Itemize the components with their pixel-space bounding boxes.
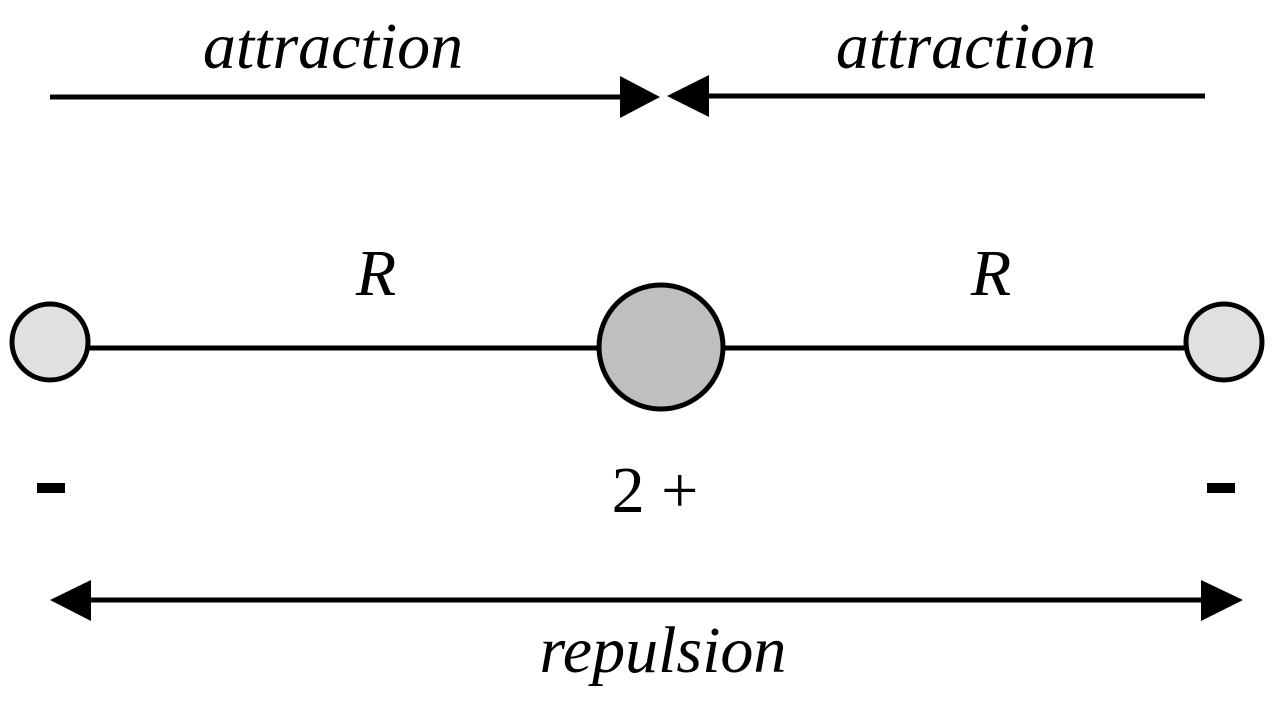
distance-label-right: R (970, 237, 1011, 310)
charge-left-circle (9, 301, 91, 383)
charge-right-circle (1183, 301, 1265, 383)
charge-right-sign-minus (1207, 483, 1235, 493)
attraction-label-left: attraction (203, 10, 463, 83)
repulsion-label: repulsion (540, 614, 787, 687)
charge-center-circle (596, 282, 726, 412)
attraction-arrow-right (667, 75, 1205, 117)
charge-right-sign: - (1210, 452, 1232, 525)
repulsion-arrow (50, 580, 1243, 621)
distance-label-left: R (355, 237, 396, 310)
attraction-label-right: attraction (836, 10, 1096, 83)
attraction-arrow-left (50, 76, 660, 118)
attraction-arrow-left-head (620, 76, 660, 118)
repulsion-arrow-head-left (50, 580, 91, 621)
attraction-arrow-right-head (667, 75, 709, 117)
charge-center-sign: 2 + (612, 454, 699, 527)
charge-left-sign: - (40, 452, 62, 525)
repulsion-arrow-head-right (1201, 580, 1243, 621)
charge-left-sign-minus (37, 483, 65, 493)
